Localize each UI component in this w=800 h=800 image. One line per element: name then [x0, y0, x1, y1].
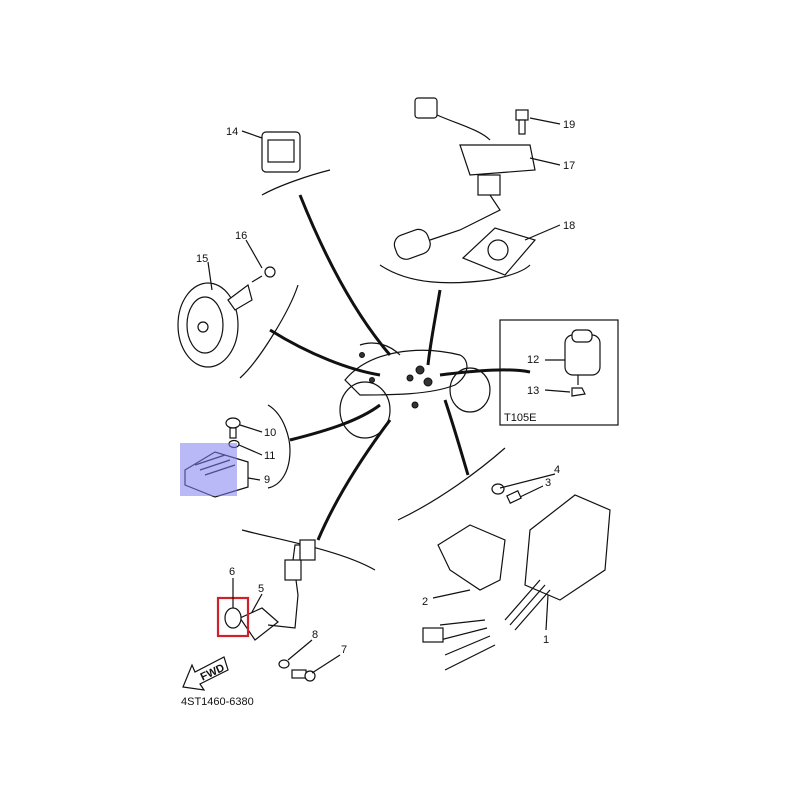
inset-box [499, 319, 619, 426]
fwd-arrow-icon: FWD [182, 656, 229, 691]
part-10-screw [225, 417, 241, 439]
part-3-bolt [506, 490, 522, 504]
part-5-switch [239, 539, 316, 641]
part-13-nut [571, 387, 586, 397]
part-19-screw [515, 109, 529, 135]
callout-15: 15 [196, 253, 208, 265]
motorcycle-silhouette [339, 342, 491, 439]
part-7-bolt [291, 669, 316, 682]
callout-6: 6 [229, 566, 235, 578]
callout-12: 12 [527, 354, 539, 366]
leader-lines [207, 117, 571, 674]
part-15-horn [177, 282, 253, 368]
inset-label: T105E [504, 412, 536, 424]
callout-8: 8 [312, 629, 318, 641]
part-2-bracket [437, 524, 506, 591]
highlight-part-9 [180, 443, 237, 496]
callout-11: 11 [264, 450, 275, 462]
callout-19: 19 [563, 119, 575, 131]
part-8-washer [278, 659, 290, 669]
callout-numbers: 14 16 15 19 17 18 12 13 T105E 10 11 9 4 … [181, 119, 575, 708]
callout-16: 16 [235, 230, 247, 242]
callout-9: 9 [264, 474, 270, 486]
part-14-relay [261, 131, 301, 173]
callout-14: 14 [226, 126, 238, 138]
callout-1: 1 [543, 634, 549, 646]
callout-3: 3 [545, 477, 551, 489]
callout-2: 2 [422, 596, 428, 608]
part-17-sender-unit [414, 97, 536, 241]
part-16-bolt [251, 266, 276, 283]
callout-5: 5 [258, 583, 264, 595]
callout-10: 10 [264, 427, 276, 439]
callout-13: 13 [527, 385, 539, 397]
harness-lines [269, 194, 531, 541]
callout-7: 7 [341, 644, 347, 656]
callout-17: 17 [563, 160, 575, 172]
part-18-float-gasket [393, 227, 537, 276]
part-6-o-ring [224, 607, 242, 629]
catalog-number: 4ST1460-6380 [181, 696, 254, 708]
fwd-label: FWD [199, 662, 227, 683]
part-1-cdi-unit [422, 494, 611, 671]
callout-4: 4 [554, 464, 560, 476]
part-4-washer [491, 483, 505, 495]
part-12-switch [564, 329, 601, 385]
callout-18: 18 [563, 220, 575, 232]
